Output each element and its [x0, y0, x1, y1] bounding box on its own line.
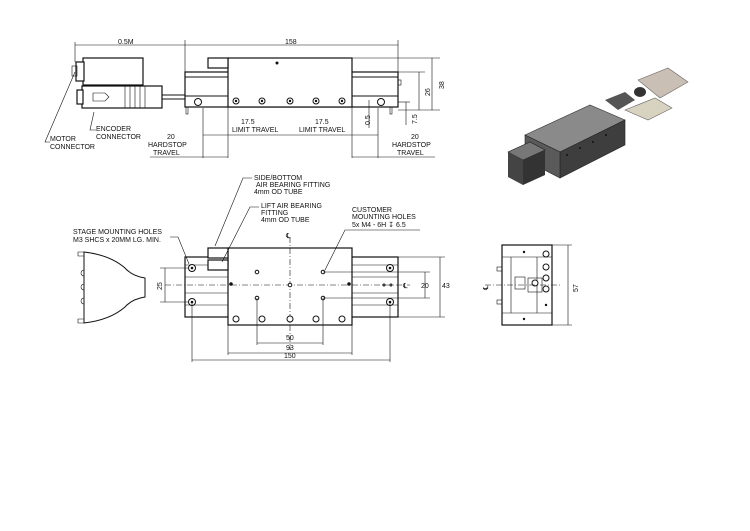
limit-travel-left-value: 17.5: [241, 119, 255, 126]
dim-150: 150: [284, 353, 296, 360]
hardstop-left-line1: HARDSTOP: [148, 142, 187, 149]
customer-holes-line2: MOUNTING HOLES: [352, 214, 416, 221]
dim-50: 50: [286, 335, 294, 342]
dim-length: 158: [285, 39, 297, 46]
lift-fitting: [207, 259, 229, 271]
connector-outline: [77, 251, 146, 324]
limit-travel-left-label: LIMIT TRAVEL: [232, 127, 278, 134]
end-centerline-symbol: ℄: [483, 285, 490, 291]
hardstop-left-value: 20: [167, 134, 175, 141]
centerline-symbol-side: ℄: [402, 283, 408, 290]
stage-holes-line1: STAGE MOUNTING HOLES: [73, 229, 162, 236]
lift-fitting-line3: 4mm OD TUBE: [261, 217, 310, 224]
dim-hole-height: 7.5: [412, 114, 419, 124]
top-view: ℄ ℄ 50 93 150: [73, 175, 450, 362]
stage-3d-render: [507, 67, 689, 185]
side-fitting-line2: AIR BEARING FITTING: [256, 182, 330, 189]
dim-57: 57: [573, 284, 580, 292]
lift-fitting-line1: LIFT AIR BEARING: [261, 203, 322, 210]
fitting: [207, 57, 229, 69]
centerline-symbol: ℄: [285, 233, 291, 240]
hardstop-right-value: 20: [411, 134, 419, 141]
dim-43: 43: [442, 283, 450, 290]
dim-height: 38: [439, 81, 446, 89]
motor-label-line2: CONNECTOR: [50, 144, 95, 151]
limit-travel-right-label: LIMIT TRAVEL: [299, 127, 345, 134]
customer-holes-line3: 5x M4 - 6H ↧ 6.5: [352, 221, 406, 229]
side-bottom-fitting: [207, 247, 229, 259]
limit-travel-right-value: 17.5: [315, 119, 329, 126]
side-fitting-line3: 4mm OD TUBE: [254, 189, 303, 196]
encoder-label-line2: CONNECTOR: [96, 134, 141, 141]
hardstop-right-line2: TRAVEL: [397, 150, 424, 157]
end-view: ℄ 57: [483, 244, 580, 326]
hardstop-right-line1: HARDSTOP: [392, 142, 431, 149]
encoder-connector: [76, 85, 185, 109]
dim-rail-height: 26: [425, 88, 432, 96]
stage-holes-line2: M3 SHCS x 20MM LG. MIN.: [73, 237, 161, 244]
dim-cable-length: 0.5M: [118, 39, 134, 46]
dim-93: 93: [286, 345, 294, 352]
hardstop-left-line2: TRAVEL: [153, 150, 180, 157]
dim-gap: 0.5: [365, 115, 372, 125]
dim-20: 20: [421, 283, 429, 290]
lift-fitting-line2: FITTING: [261, 210, 288, 217]
customer-holes-line1: CUSTOMER: [352, 207, 392, 214]
encoder-label-line1: ENCODER: [96, 126, 131, 133]
side-view: 0.5M 158 38 26 7.5 0.5 17.5 LIMIT TRAVEL…: [44, 39, 446, 158]
screw-row: [232, 97, 346, 105]
side-fitting-line1: SIDE/BOTTOM: [254, 175, 302, 182]
side-screws: [232, 315, 346, 323]
motor-label-line1: MOTOR: [50, 136, 76, 143]
dim-25: 25: [157, 282, 164, 290]
motor-connector: [71, 57, 144, 86]
